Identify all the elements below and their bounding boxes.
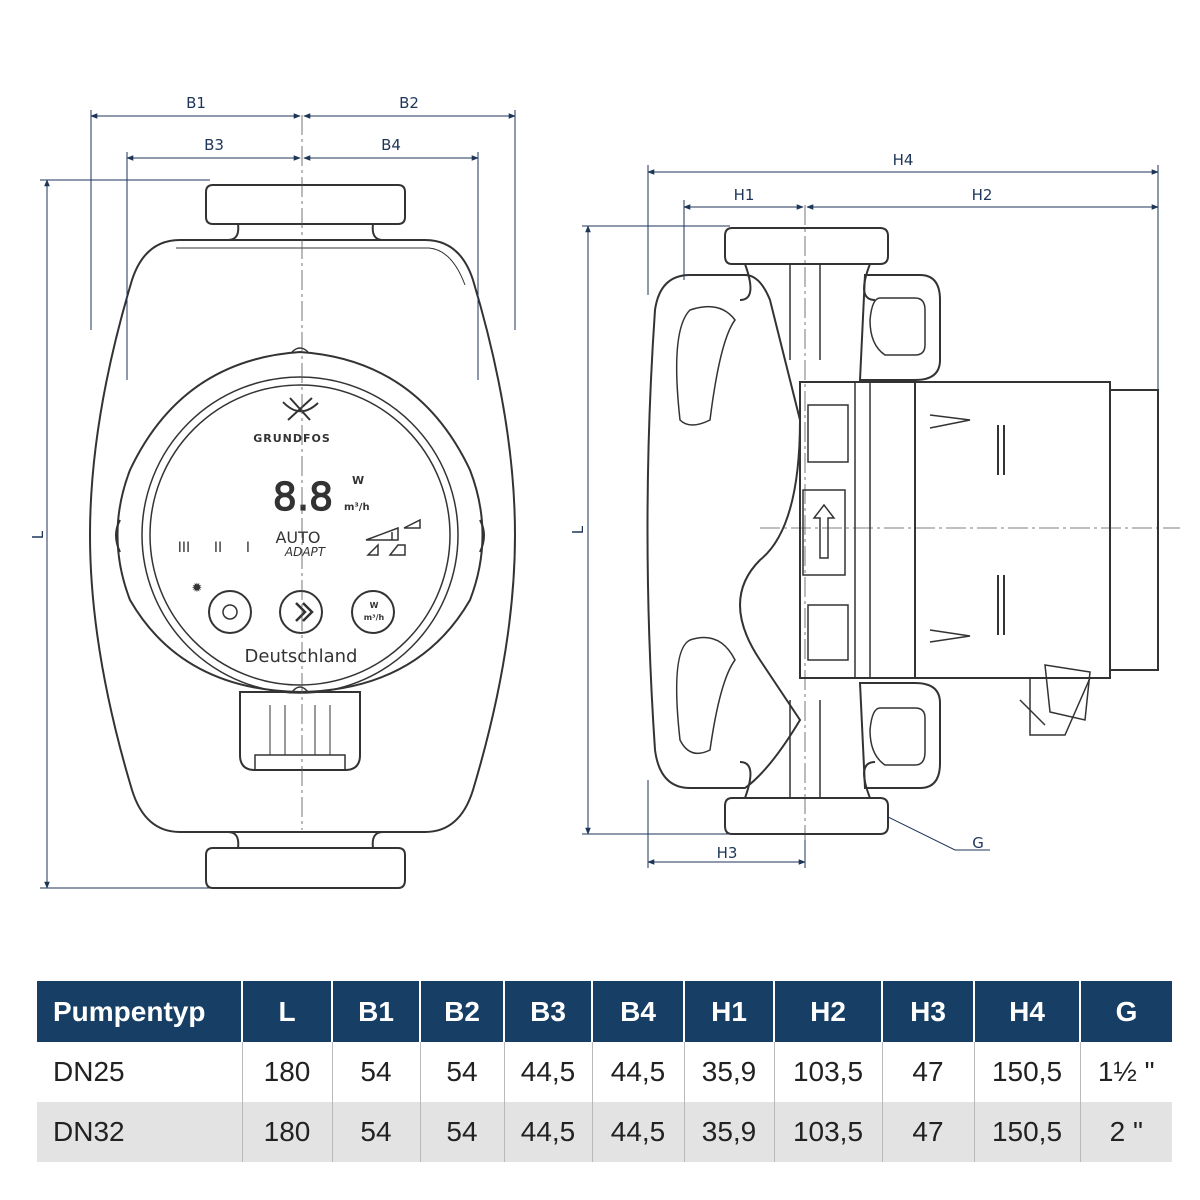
- dim-label-B1: B1: [186, 94, 206, 112]
- table-cell: 103,5: [773, 1042, 882, 1102]
- dim-label-H2: H2: [972, 186, 993, 204]
- table-header-0: Pumpentyp: [37, 981, 242, 1042]
- front-dimensions: [40, 110, 516, 889]
- table-cell: 35,9: [683, 1042, 774, 1102]
- dim-label-H1: H1: [734, 186, 755, 204]
- table-cell: 44,5: [503, 1102, 592, 1162]
- table-cell: 54: [331, 1102, 420, 1162]
- display-digits: 8.8: [273, 475, 333, 519]
- dim-label-H4: H4: [893, 151, 914, 169]
- technical-drawing: GRUNDFOS 8.8 W m³/h III II I AUTO ADAPT …: [29, 94, 1180, 889]
- side-view: [646, 227, 1159, 835]
- table-cell: 1½ ": [1079, 1042, 1172, 1102]
- table-cell: 47: [881, 1102, 974, 1162]
- table-header-6: H1: [683, 981, 774, 1042]
- button-flow-top: W: [370, 601, 379, 610]
- front-view: [88, 184, 517, 889]
- table-cell: 2 ": [1079, 1102, 1172, 1162]
- table-cell: 44,5: [591, 1042, 684, 1102]
- table-cell: 47: [881, 1042, 974, 1102]
- table-cell: 54: [419, 1102, 504, 1162]
- dim-label-L-front: L: [29, 530, 47, 539]
- dim-label-B3: B3: [204, 136, 224, 154]
- table-cell: 103,5: [773, 1102, 882, 1162]
- dim-label-B4: B4: [381, 136, 401, 154]
- table-header-7: H2: [773, 981, 882, 1042]
- table-header-9: H4: [973, 981, 1080, 1042]
- dim-label-G: G: [972, 834, 984, 852]
- table-header-8: H3: [881, 981, 974, 1042]
- table-cell: DN25: [53, 1056, 125, 1087]
- dim-label-L-side: L: [569, 525, 587, 534]
- table-cell: 150,5: [973, 1042, 1080, 1102]
- dim-label-H3: H3: [717, 844, 738, 862]
- table-header-3: B2: [419, 981, 504, 1042]
- table-header-1: L: [241, 981, 332, 1042]
- table-header-2: B1: [331, 981, 420, 1042]
- table-cell: 54: [331, 1042, 420, 1102]
- table-cell: 180: [241, 1102, 332, 1162]
- table-header-5: B4: [591, 981, 684, 1042]
- table-header-4: B3: [503, 981, 592, 1042]
- mode-auto: AUTO: [275, 528, 320, 547]
- dim-label-B2: B2: [399, 94, 419, 112]
- table-header-10: G: [1079, 981, 1172, 1042]
- table-cell: 35,9: [683, 1102, 774, 1162]
- mode-bar-1: I: [246, 540, 250, 556]
- mode-bar-3: III: [178, 540, 190, 556]
- country-label: Deutschland: [245, 646, 358, 667]
- table-cell: DN32: [37, 1102, 242, 1162]
- table-cell: 44,5: [591, 1102, 684, 1162]
- table-cell: 150,5: [973, 1102, 1080, 1162]
- brand-logo-icon: [282, 397, 319, 421]
- mode-bar-2: II: [214, 540, 222, 556]
- table-cell: 44,5: [503, 1042, 592, 1102]
- side-dimensions: [582, 165, 1159, 868]
- table-cell: 54: [419, 1042, 504, 1102]
- unit-power: W: [352, 474, 364, 487]
- mode-adapt: ADAPT: [284, 545, 327, 559]
- button-flow-bottom: m³/h: [364, 613, 385, 622]
- brand-logo-text: GRUNDFOS: [253, 432, 331, 445]
- table-cell: 180: [241, 1042, 332, 1102]
- unit-flow: m³/h: [344, 502, 370, 513]
- night-mode-icon: ✹: [192, 581, 203, 596]
